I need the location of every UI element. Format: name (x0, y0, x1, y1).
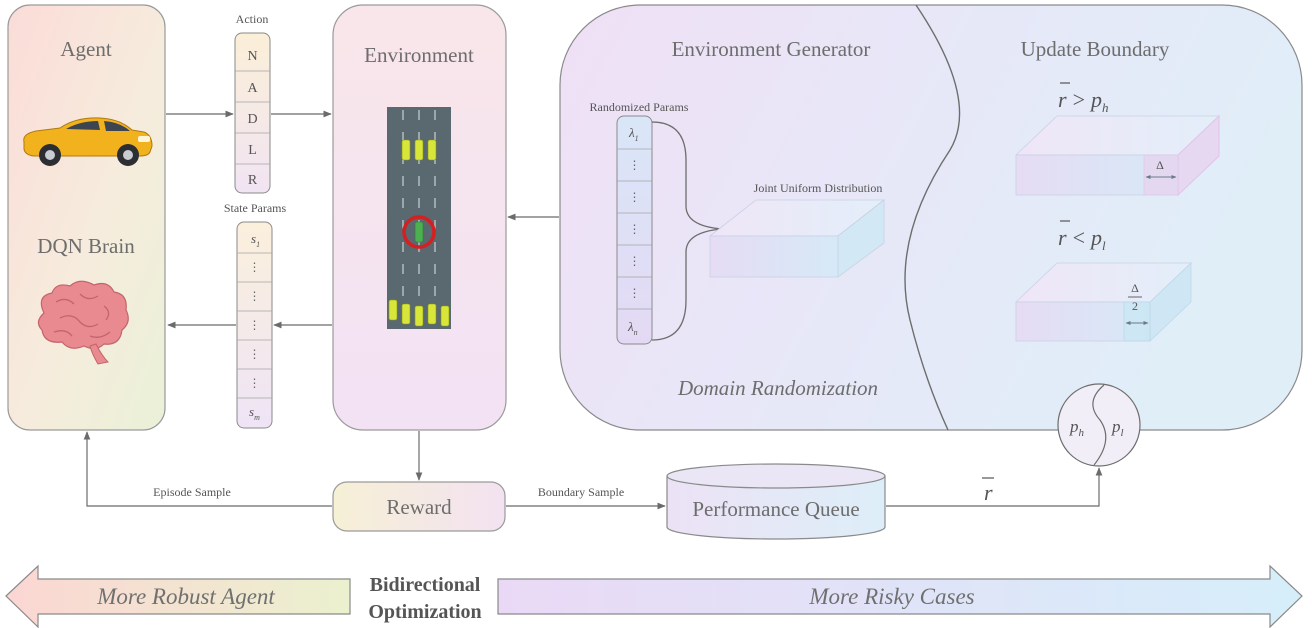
connectors (83, 110, 1103, 510)
action-column: Action N A D L R (234, 12, 271, 194)
param-dots: ⋮ (629, 286, 641, 300)
svg-text:r<pl: r<pl (1058, 225, 1106, 253)
joint-distribution-box (708, 199, 886, 278)
domain-randomization-label: Domain Randomization (677, 376, 878, 400)
condition-high: r>ph (1058, 82, 1108, 115)
environment-panel: Environment (332, 4, 507, 431)
car-icon (23, 117, 153, 166)
switch-p-low: pl (1111, 417, 1124, 439)
condition-low: r<pl (1058, 220, 1106, 253)
param-last: λn (627, 319, 638, 337)
bidirectional-label: Bidirectional (370, 574, 481, 596)
param-dots: ⋮ (629, 254, 641, 268)
robust-agent-arrow: More Robust Agent (5, 564, 351, 628)
state-params-title: State Params (224, 201, 287, 215)
action-item-d: D (247, 112, 257, 127)
action-item-n: N (247, 49, 257, 64)
state-param-dots: ⋮ (249, 376, 261, 390)
generator-panel: Environment Generator Update Boundary Ra… (559, 4, 1303, 431)
state-param-dots: ⋮ (249, 318, 261, 332)
environment-title: Environment (364, 43, 474, 67)
agent-panel: Agent DQN Brain (7, 4, 166, 431)
delta-half-denominator: 2 (1132, 299, 1138, 313)
boundary-sample-label: Boundary Sample (538, 485, 624, 499)
state-param-last: sm (249, 404, 260, 422)
episode-sample-label: Episode Sample (153, 485, 231, 499)
agent-title: Agent (60, 37, 111, 61)
optimization-label: Optimization (368, 601, 481, 623)
param-dots: ⋮ (629, 190, 641, 204)
param-dots: ⋮ (629, 222, 641, 236)
svg-text:r>ph: r>ph (1058, 87, 1108, 115)
boundary-switch: ph pl (1057, 383, 1141, 467)
robust-agent-label: More Robust Agent (96, 584, 275, 609)
reward-label: Reward (386, 495, 452, 519)
state-param-dots: ⋮ (249, 260, 261, 274)
queue-output-r-bar: r (984, 480, 993, 505)
performance-queue: Performance Queue (666, 463, 886, 540)
ego-vehicle-ring (402, 215, 436, 249)
action-title: Action (236, 12, 269, 26)
panel-divider (904, 4, 961, 431)
switch-p-high: ph (1069, 417, 1085, 439)
delta-half-numerator: Δ (1131, 281, 1139, 295)
boundary-box-low: Δ 2 (1014, 262, 1193, 342)
road-scene (387, 107, 451, 329)
update-boundary-title: Update Boundary (1021, 37, 1170, 61)
ego-vehicle (414, 221, 424, 243)
state-params-column: State Params s1 ⋮ ⋮ ⋮ ⋮ ⋮ sm (224, 201, 287, 429)
param-dots: ⋮ (629, 158, 641, 172)
risky-cases-arrow: More Risky Cases (497, 564, 1303, 628)
state-param-dots: ⋮ (249, 289, 261, 303)
generator-title: Environment Generator (672, 37, 871, 61)
performance-queue-label: Performance Queue (692, 497, 859, 521)
action-item-r: R (248, 173, 258, 188)
state-param-dots: ⋮ (249, 347, 261, 361)
delta-label: Δ (1156, 158, 1164, 172)
brain-icon (37, 280, 129, 365)
action-item-a: A (247, 81, 258, 96)
boundary-box-high: Δ (1014, 114, 1221, 197)
joint-distribution-label: Joint Uniform Distribution (754, 181, 883, 195)
state-param-first: s1 (251, 231, 260, 249)
dqn-brain-label: DQN Brain (37, 234, 135, 258)
action-item-l: L (248, 143, 257, 158)
randomized-params-title: Randomized Params (590, 100, 689, 114)
risky-cases-label: More Risky Cases (808, 584, 974, 609)
param-first: λ1 (628, 125, 639, 143)
reward-node: Reward (332, 481, 506, 532)
traffic-vehicles (388, 139, 450, 327)
